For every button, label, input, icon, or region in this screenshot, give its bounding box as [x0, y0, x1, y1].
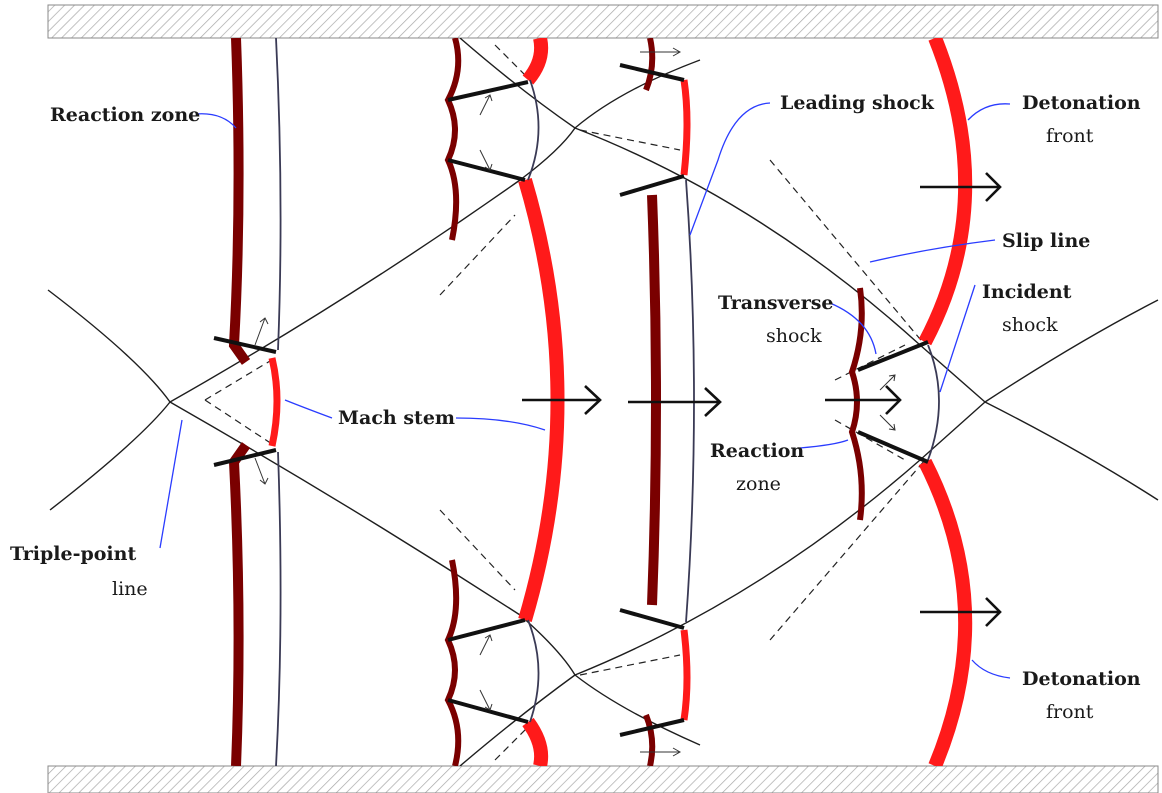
cell-2-front	[444, 38, 565, 766]
label-reaction-zone-top: Reaction zone	[50, 104, 200, 126]
label-transverse-shock-1: Transverse	[718, 292, 834, 314]
label-incident-shock-2: shock	[1002, 314, 1058, 336]
slip-lines	[204, 44, 926, 761]
label-mach-stem: Mach stem	[338, 407, 455, 429]
label-reaction-zone-right-1: Reaction	[710, 440, 804, 462]
triple-point-trajectories	[47, 38, 1159, 766]
small-flow-arrows	[254, 47, 896, 757]
label-triple-point-line-1: Triple-point	[10, 543, 136, 565]
label-transverse-shock-2: shock	[766, 325, 822, 347]
label-detonation-front-top-2: front	[1046, 125, 1094, 147]
label-detonation-front-bottom-1: Detonation	[1022, 668, 1141, 690]
propagation-arrows	[522, 172, 1002, 627]
label-leading-shock: Leading shock	[780, 92, 935, 114]
top-wall	[47, 4, 1159, 39]
label-detonation-front-top-1: Detonation	[1022, 92, 1141, 114]
cell-4-front	[848, 38, 973, 766]
label-incident-shock-1: Incident	[982, 281, 1072, 303]
leader-lines	[159, 102, 1011, 679]
cell-1-front	[213, 38, 282, 766]
label-reaction-zone-right-2: zone	[736, 473, 781, 495]
label-triple-point-line-2: line	[112, 578, 148, 600]
cell-3-front	[619, 38, 695, 766]
bottom-wall	[47, 765, 1159, 793]
label-detonation-front-bottom-2: front	[1046, 701, 1094, 723]
label-slip-line: Slip line	[1002, 230, 1090, 252]
